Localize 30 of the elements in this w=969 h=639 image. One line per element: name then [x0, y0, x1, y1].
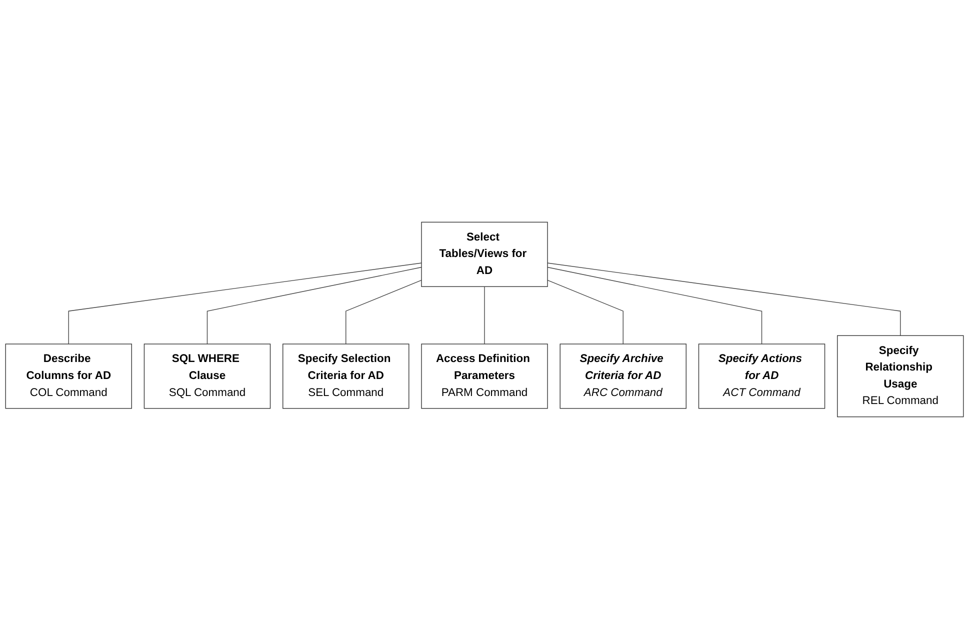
command-text: SEL Command	[308, 386, 384, 399]
command-text: ACT Command	[723, 386, 800, 399]
connector-line	[68, 262, 422, 344]
process-box	[837, 335, 964, 418]
process-box	[421, 344, 548, 409]
connector-line	[547, 266, 762, 344]
command-text: ARC Command	[584, 386, 662, 399]
box-heading: Describe Columns for AD	[26, 353, 112, 382]
connector-line	[346, 280, 422, 344]
command-text: REL Command	[862, 395, 938, 408]
connector-line	[547, 280, 624, 344]
box-heading: SQL WHERE Clause	[172, 353, 240, 382]
process-box	[144, 344, 271, 409]
box-heading: Access Definition Parameters	[436, 353, 531, 382]
box-heading: Specify Actions for AD	[718, 353, 803, 382]
command-text: PARM Command	[441, 386, 528, 399]
process-box	[5, 344, 132, 409]
connector-line	[484, 286, 485, 344]
process-box	[421, 222, 548, 287]
process-box	[698, 344, 826, 409]
command-text: SQL Command	[168, 386, 246, 399]
box-heading: Specify Archive Criteria for AD	[580, 353, 664, 382]
process-box	[282, 344, 410, 409]
box-heading: Specify Relationship Usage	[865, 344, 934, 390]
process-box	[560, 344, 686, 409]
connector-line	[547, 262, 901, 336]
box-heading: Specify Selection Criteria for AD	[298, 353, 392, 382]
box-heading: Select Tables/Views for AD	[439, 231, 528, 277]
command-text: COL Command	[30, 386, 108, 399]
connector-line	[206, 266, 422, 344]
